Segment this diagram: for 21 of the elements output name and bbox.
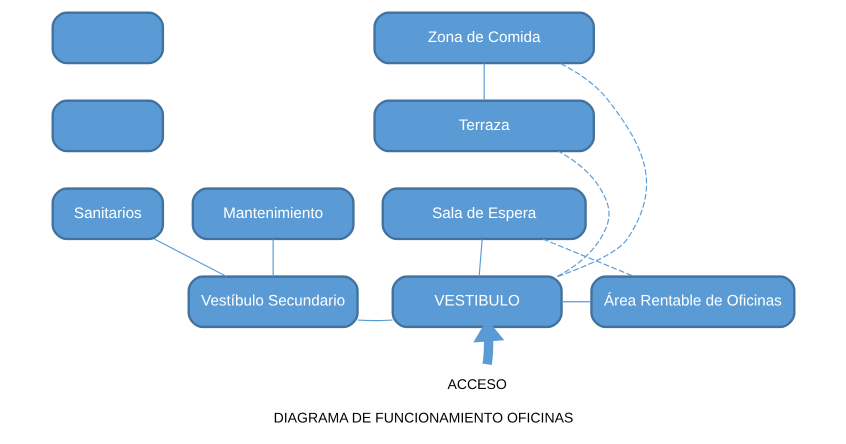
connector [357, 320, 392, 322]
node-box: Vestíbulo Secundario [187, 275, 358, 328]
connector [154, 238, 226, 277]
node-box: Sanitarios [51, 187, 164, 240]
connector [478, 239, 482, 277]
caption: DIAGRAMA DE FUNCIONAMIENTO OFICINAS [273, 410, 573, 426]
node-box [51, 99, 164, 152]
connector [557, 62, 647, 278]
node-box: VESTIBULO [391, 275, 562, 328]
connector [542, 238, 634, 278]
node-box: Mantenimiento [191, 187, 354, 240]
node-box: Área Rentable de Oficinas [590, 275, 795, 328]
connector [561, 301, 591, 302]
node-box: Sala de Espera [381, 187, 586, 240]
node-box: Zona de Comida [372, 12, 594, 64]
node-box: Terraza [372, 99, 594, 152]
node-text: ACCESO [446, 376, 506, 392]
node-box [51, 12, 164, 64]
connector [272, 239, 274, 276]
connector [483, 63, 484, 101]
connector [556, 150, 610, 278]
